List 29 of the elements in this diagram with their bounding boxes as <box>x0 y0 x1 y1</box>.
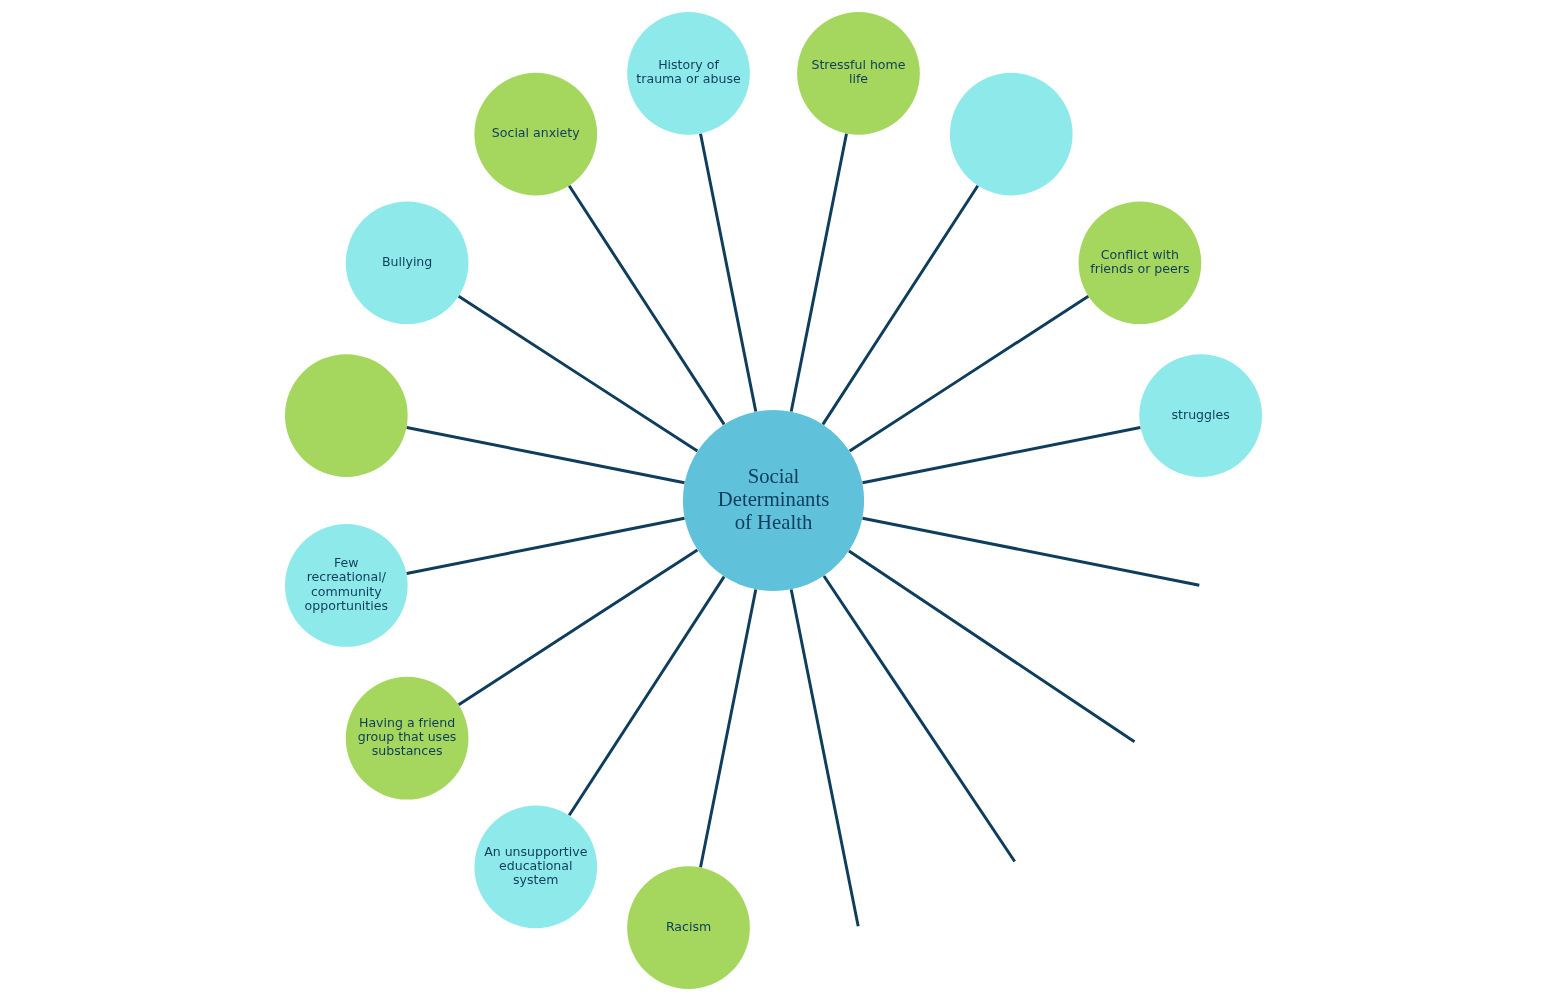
connector <box>698 132 757 412</box>
node-circle: struggles <box>1138 353 1262 477</box>
connector <box>848 294 1089 452</box>
connector <box>567 184 725 425</box>
connector <box>861 516 1200 587</box>
node-circle: An unsupportive educational system <box>473 805 597 928</box>
node-circle: Having a friend group that uses substances <box>345 676 468 800</box>
node-circle: Few recreational/ community opportunities <box>284 523 408 647</box>
node-circle: Racism <box>626 865 750 989</box>
node-circle <box>949 72 1073 195</box>
connector <box>457 294 698 452</box>
node-circle: Stressful home life <box>796 11 920 135</box>
connector <box>861 425 1141 484</box>
connector <box>698 588 757 868</box>
connector <box>567 575 725 816</box>
connector <box>405 516 685 575</box>
node-circle: Bullying <box>345 200 468 324</box>
connector <box>847 549 1135 743</box>
node-circle: History of trauma or abuse <box>626 11 750 135</box>
connector <box>789 588 860 927</box>
connector <box>457 548 698 706</box>
node-circle: Conflict with friends or peers <box>1078 200 1201 324</box>
connector <box>822 574 1016 862</box>
connector <box>821 184 979 425</box>
connector <box>789 132 848 412</box>
node-circle <box>284 353 408 477</box>
node-circle: Social anxiety <box>473 72 597 195</box>
node-circle: Social Determinants of Health <box>682 409 864 591</box>
connector <box>405 425 685 484</box>
